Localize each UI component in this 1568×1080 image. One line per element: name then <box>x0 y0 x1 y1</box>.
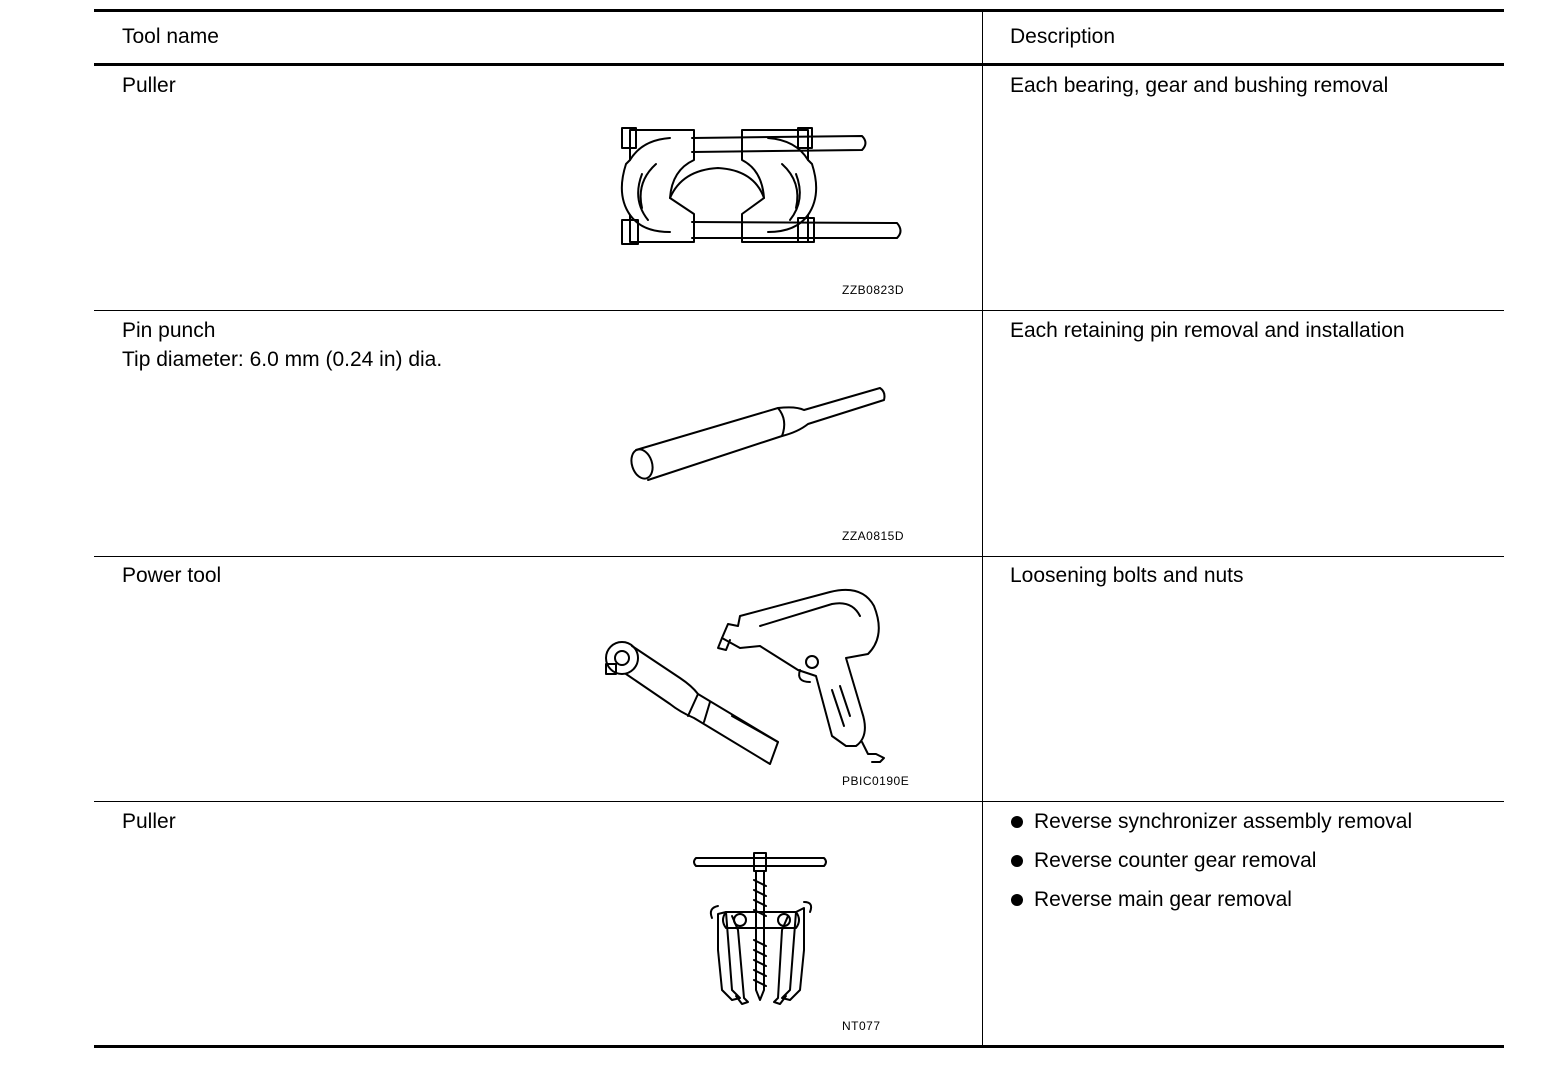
tool-name: Pin punch <box>122 319 216 342</box>
column-divider <box>982 10 983 1047</box>
table-top-rule <box>94 9 1504 12</box>
header-tool-name: Tool name <box>122 25 219 48</box>
figure-code: ZZA0815D <box>842 529 905 543</box>
header-description: Description <box>1010 25 1116 48</box>
list-item-label: Reverse counter gear removal <box>1034 849 1317 872</box>
row-divider <box>94 556 1504 557</box>
table-bottom-rule <box>94 1045 1504 1048</box>
figure-code: NT077 <box>842 1019 881 1033</box>
row-divider <box>94 801 1504 802</box>
pin-punch-icon <box>628 384 898 484</box>
power-tool-icon <box>600 586 900 776</box>
figure-code: ZZB0823D <box>842 283 905 297</box>
row-divider <box>94 310 1504 311</box>
bullet-icon <box>1011 816 1023 828</box>
tool-spec: Tip diameter: 6.0 mm (0.24 in) dia. <box>122 348 443 371</box>
list-item: Reverse counter gear removal <box>1010 846 1412 885</box>
figure-code: PBIC0190E <box>842 774 910 788</box>
tool-name: Puller <box>122 810 176 833</box>
tool-description: Loosening bolts and nuts <box>1010 564 1244 587</box>
tool-name: Power tool <box>122 564 222 587</box>
tool-name: Puller <box>122 74 176 97</box>
list-item-label: Reverse main gear removal <box>1034 888 1292 911</box>
list-item-label: Reverse synchronizer assembly removal <box>1034 810 1413 833</box>
list-item: Reverse main gear removal <box>1010 885 1412 924</box>
tool-description: Each retaining pin removal and installat… <box>1010 319 1405 342</box>
bearing-separator-puller-icon <box>612 120 912 255</box>
bullet-icon <box>1011 855 1023 867</box>
tool-description: Each bearing, gear and bushing removal <box>1010 74 1389 97</box>
description-list: Reverse synchronizer assembly removal Re… <box>1010 807 1412 924</box>
gear-puller-icon <box>692 850 832 1010</box>
list-item: Reverse synchronizer assembly removal <box>1010 807 1412 846</box>
header-bottom-rule <box>94 63 1504 66</box>
bullet-icon <box>1011 894 1023 906</box>
